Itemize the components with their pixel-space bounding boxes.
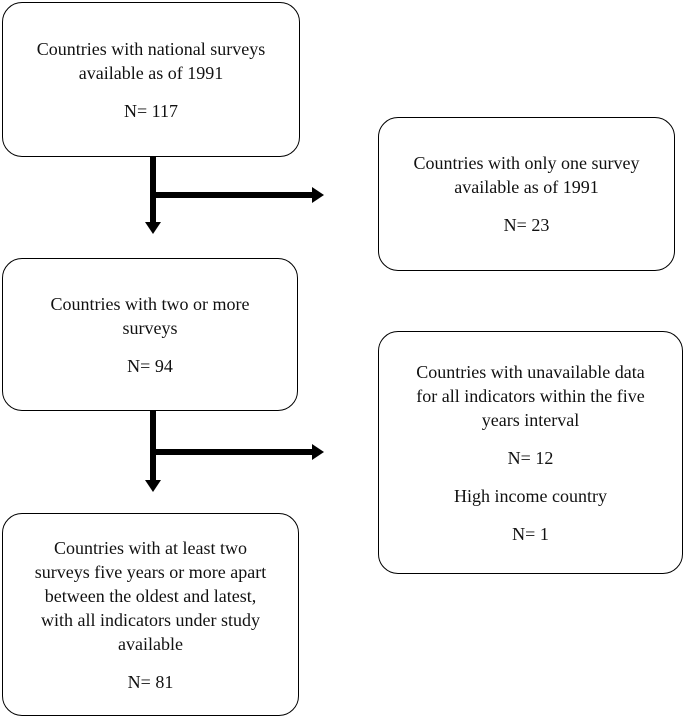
node-text: surveys five years or more apart <box>34 561 267 582</box>
node-text: available as of 1991 <box>78 62 224 83</box>
node-extra-count: N= 1 <box>512 523 549 544</box>
node-extra-text: High income country <box>454 485 607 506</box>
node-text: between the oldest and latest, <box>44 585 257 606</box>
node-count: N= 117 <box>124 100 178 121</box>
node-text: available <box>118 633 183 654</box>
node-count: N= 81 <box>127 671 174 692</box>
arrow-branch-to-unavailable <box>150 444 324 460</box>
node-text: available as of 1991 <box>454 177 599 197</box>
arrow-two-or-more-to-final <box>145 411 161 492</box>
node-count: N= 12 <box>507 447 554 468</box>
node-text: Countries with only one survey <box>413 153 640 173</box>
node-text: years interval <box>481 409 580 430</box>
node-text: with all indicators under study <box>41 609 260 630</box>
node-text: Countries with at least two <box>54 537 247 558</box>
arrow-total-to-two-or-more <box>145 157 161 234</box>
node-count: N= 23 <box>503 215 550 235</box>
arrow-branch-to-one-survey <box>150 187 324 203</box>
node-one-survey: Countries with only one survey available… <box>378 117 675 271</box>
node-unavailable-data: Countries with unavailable data for all … <box>378 331 683 574</box>
node-two-or-more-surveys: Countries with two or more surveys N= 94 <box>2 258 298 411</box>
node-count: N= 94 <box>127 355 173 376</box>
node-text: Countries with national surveys <box>36 38 266 59</box>
node-total-countries: Countries with national surveys availabl… <box>2 2 300 157</box>
node-text: Countries with unavailable data <box>416 361 645 382</box>
node-final-countries: Countries with at least two surveys five… <box>2 513 299 716</box>
node-text: surveys <box>122 317 178 338</box>
node-text: for all indicators within the five <box>416 385 645 406</box>
node-text: Countries with two or more <box>50 293 250 314</box>
